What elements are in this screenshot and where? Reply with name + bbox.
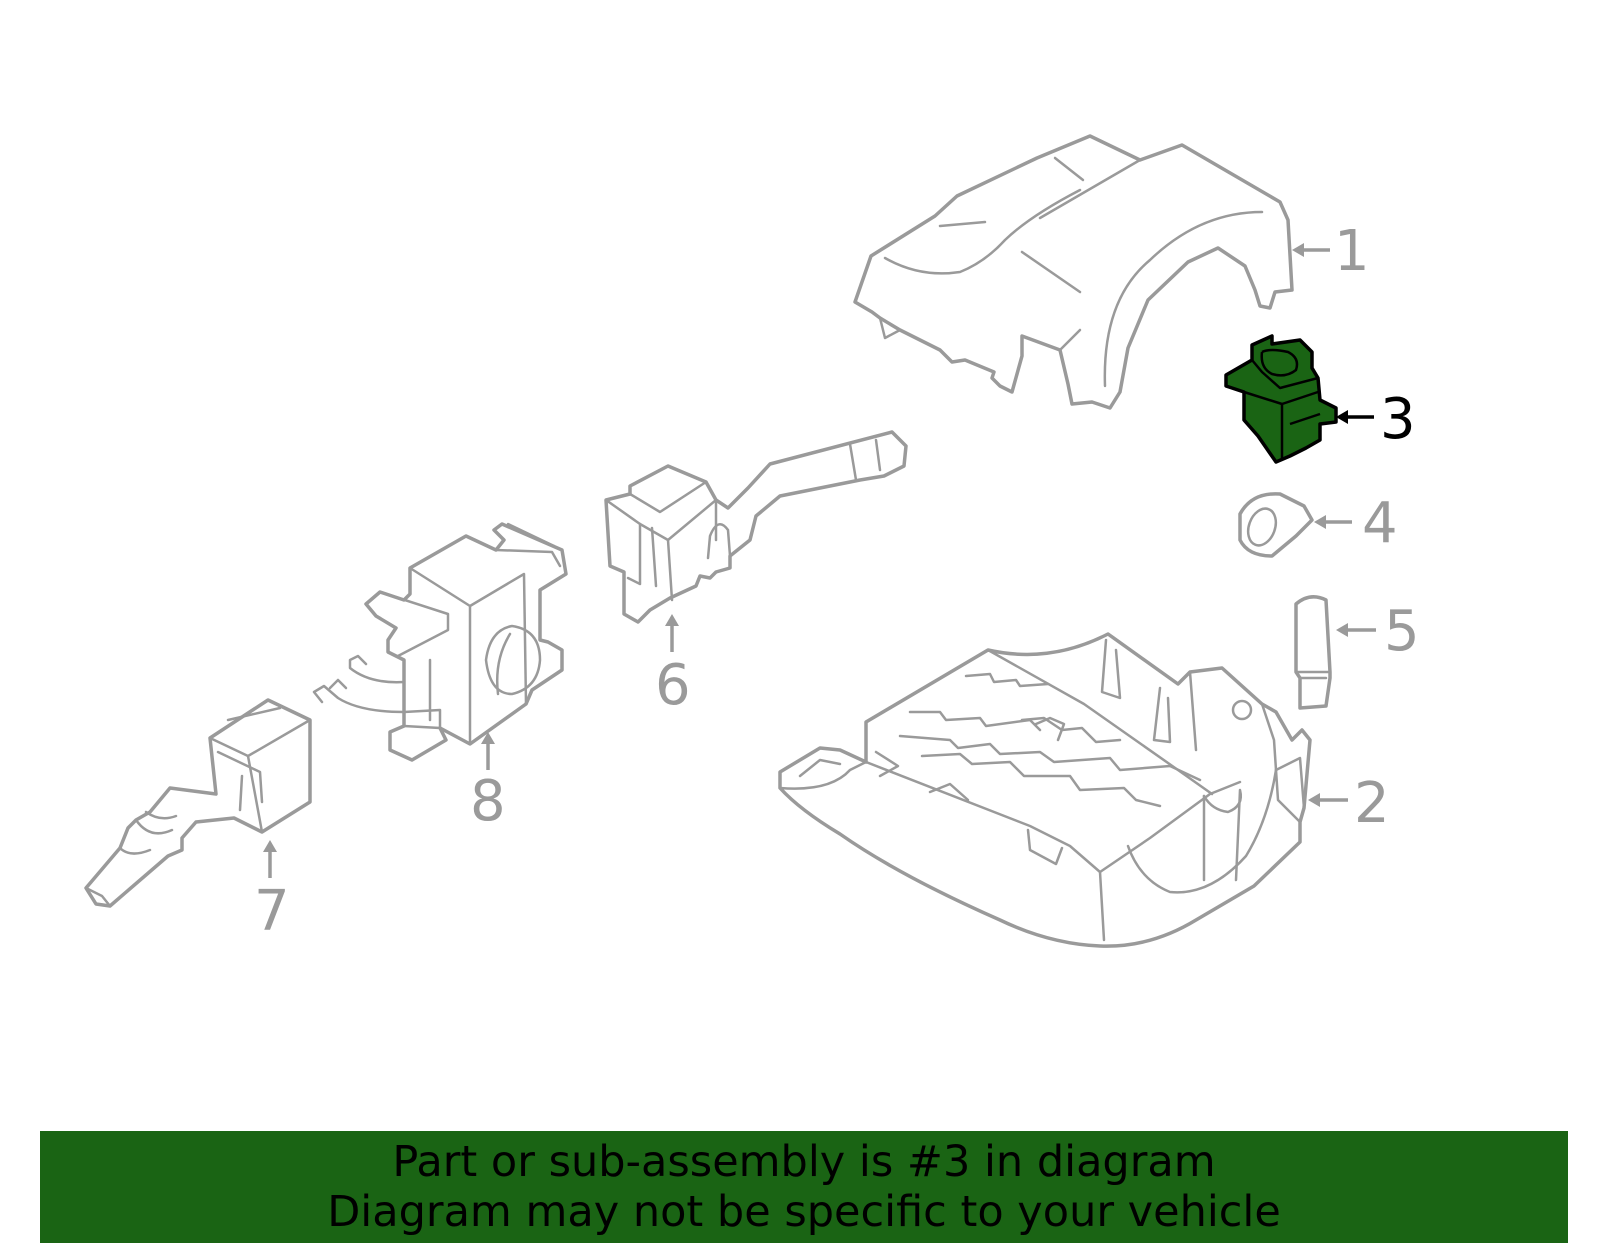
callout-6: 6: [655, 614, 691, 718]
callout-5: 5: [1336, 599, 1420, 664]
callout-label-2: 2: [1354, 771, 1390, 836]
info-banner: Part or sub-assembly is #3 in diagram Di…: [40, 1131, 1568, 1243]
part-6-wiper-switch: [604, 430, 908, 624]
part-7-lighting-switch: [84, 698, 312, 908]
callout-label-8: 8: [470, 769, 506, 834]
part-3-highlighted-component[interactable]: [1224, 334, 1338, 464]
callout-label-7: 7: [254, 879, 290, 944]
part-4-ring: [1238, 492, 1314, 558]
part-1-upper-column-cover: [853, 134, 1294, 410]
callout-8: 8: [470, 732, 506, 834]
callout-1: 1: [1292, 219, 1370, 284]
callout-label-1: 1: [1334, 219, 1370, 284]
banner-line-2: Diagram may not be specific to your vehi…: [327, 1187, 1281, 1237]
callout-7: 7: [254, 840, 290, 944]
callout-label-5: 5: [1384, 599, 1420, 664]
callout-label-3: 3: [1380, 387, 1416, 452]
part-8-combination-switch: [312, 522, 568, 762]
part-5-pin: [1294, 595, 1332, 710]
callout-4: 4: [1314, 491, 1398, 556]
callout-3: 3: [1336, 387, 1416, 452]
banner-line-1: Part or sub-assembly is #3 in diagram: [392, 1137, 1216, 1187]
callout-label-4: 4: [1362, 491, 1398, 556]
callout-label-6: 6: [655, 653, 691, 718]
part-2-lower-column-cover: [778, 632, 1312, 948]
callout-2: 2: [1308, 771, 1390, 836]
